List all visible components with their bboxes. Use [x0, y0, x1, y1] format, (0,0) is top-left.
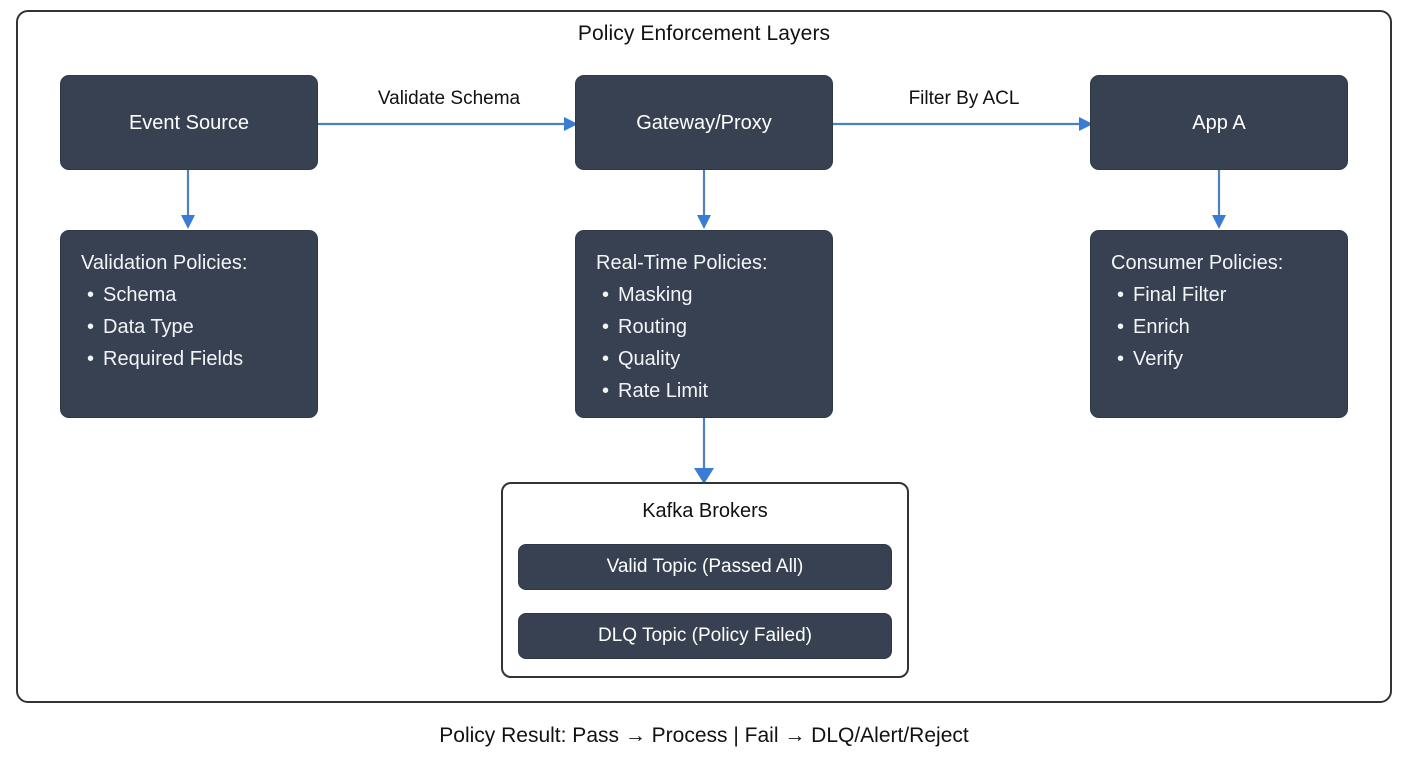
- list-item: Routing: [602, 311, 832, 343]
- validation-policies-list: Schema Data Type Required Fields: [61, 279, 317, 375]
- validation-policies-title: Validation Policies:: [81, 252, 248, 274]
- kafka-brokers-cluster: Kafka Brokers Valid Topic (Passed All) D…: [501, 482, 909, 678]
- node-consumer-policies[interactable]: Consumer Policies: Final Filter Enrich V…: [1090, 230, 1348, 418]
- list-item: Final Filter: [1117, 279, 1347, 311]
- node-app-a-label: App A: [1192, 111, 1246, 134]
- node-app-a[interactable]: App A: [1090, 75, 1348, 170]
- node-validation-policies[interactable]: Validation Policies: Schema Data Type Re…: [60, 230, 318, 418]
- list-item: Required Fields: [87, 343, 317, 375]
- realtime-policies-list: Masking Routing Quality Rate Limit: [576, 279, 832, 407]
- consumer-policies-list: Final Filter Enrich Verify: [1091, 279, 1347, 375]
- page-title: Policy Enforcement Layers: [577, 22, 831, 45]
- consumer-policies-title: Consumer Policies:: [1111, 252, 1284, 274]
- node-gateway-proxy-label: Gateway/Proxy: [636, 111, 772, 134]
- valid-topic-label: Valid Topic (Passed All): [606, 556, 804, 577]
- list-item: Verify: [1117, 343, 1347, 375]
- policy-result-caption: Policy Result: Pass → Process | Fail → D…: [439, 724, 969, 747]
- dlq-topic-label: DLQ Topic (Policy Failed): [597, 625, 812, 646]
- connector-gateway-to-app-a: [833, 117, 1093, 131]
- kafka-brokers-label: Kafka Brokers: [642, 500, 768, 522]
- connector-event-source-to-gateway: [318, 117, 578, 131]
- node-event-source-label: Event Source: [128, 111, 250, 134]
- edge-label-validate-schema: Validate Schema: [377, 88, 521, 109]
- connector-realtime-policies-to-kafka: [694, 418, 714, 484]
- list-item: Data Type: [87, 311, 317, 343]
- list-item: Schema: [87, 279, 317, 311]
- node-valid-topic[interactable]: Valid Topic (Passed All): [518, 544, 892, 590]
- connector-gateway-to-realtime-policies: [697, 169, 711, 229]
- node-dlq-topic[interactable]: DLQ Topic (Policy Failed): [518, 613, 892, 659]
- node-gateway-proxy[interactable]: Gateway/Proxy: [575, 75, 833, 170]
- list-item: Masking: [602, 279, 832, 311]
- connector-event-source-to-validation-policies: [181, 169, 195, 229]
- node-realtime-policies[interactable]: Real-Time Policies: Masking Routing Qual…: [575, 230, 833, 418]
- realtime-policies-title: Real-Time Policies:: [596, 252, 768, 274]
- list-item: Enrich: [1117, 311, 1347, 343]
- node-event-source[interactable]: Event Source: [60, 75, 318, 170]
- list-item: Quality: [602, 343, 832, 375]
- connector-app-a-to-consumer-policies: [1212, 169, 1226, 229]
- list-item: Rate Limit: [602, 375, 832, 407]
- edge-label-filter-by-acl: Filter By ACL: [908, 88, 1020, 109]
